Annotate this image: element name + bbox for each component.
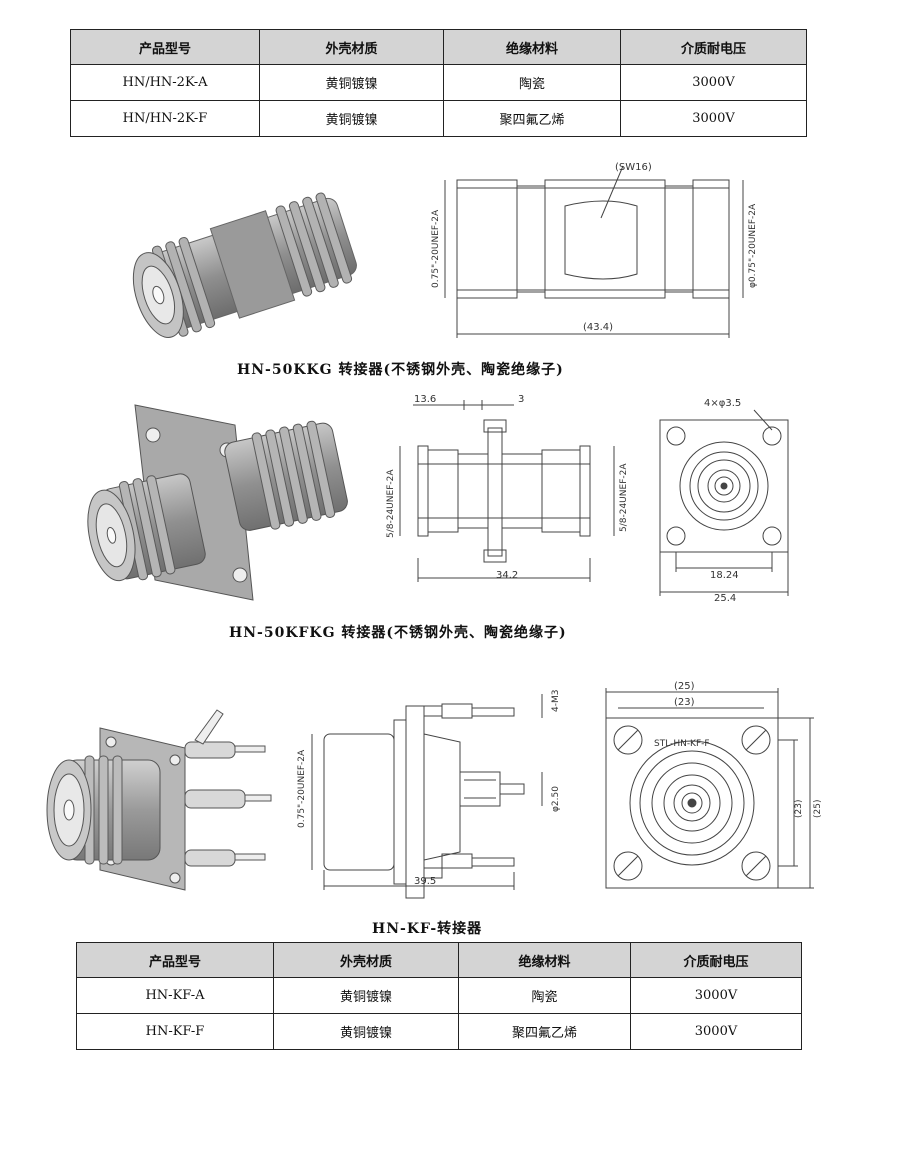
header-voltage: 介质耐电压 (630, 942, 802, 978)
table-row: HN-KF-A 黄铜镀镍 陶瓷 3000V (76, 977, 802, 1014)
dim-3: 3 (518, 394, 524, 405)
spec-table-top: 产品型号 外壳材质 绝缘材料 介质耐电压 HN/HN-2K-A 黄铜镀镍 陶瓷 … (70, 29, 807, 137)
cell-model: HN-KF-F (76, 1013, 274, 1050)
hn-50kkg-drawing: (SW16) 0.75"-20UNEF-2A φ0.75"-20UNEF-2A … (431, 162, 758, 338)
cell-voltage: 3000V (620, 64, 807, 101)
dim-13-6: 13.6 (414, 394, 436, 405)
cell-insulation: 聚四氟乙烯 (458, 1013, 631, 1050)
spec-table-bottom: 产品型号 外壳材质 绝缘材料 介质耐电压 HN-KF-A 黄铜镀镍 陶瓷 300… (76, 942, 802, 1050)
cell-insulation: 陶瓷 (458, 977, 631, 1014)
header-insulation: 绝缘材料 (443, 29, 621, 65)
header-insulation: 绝缘材料 (458, 942, 631, 978)
cell-insulation: 陶瓷 (443, 64, 621, 101)
right-thread-dimension: 5/8-24UNEF-2A (619, 463, 629, 532)
hex-dimension: (SW16) (615, 162, 652, 173)
hn-kf-front: (25) (23) (23) (25) STL-HN-KF-F (605, 681, 823, 889)
hn-50kfkg-front: 4×φ3.5 18.24 25.4 (659, 398, 789, 604)
header-voltage: 介质耐电压 (620, 29, 807, 65)
diameter-dimension: φ2.50 (551, 786, 561, 812)
cell-shell: 黄铜镀镍 (259, 64, 444, 101)
cell-shell: 黄铜镀镍 (273, 977, 459, 1014)
header-model: 产品型号 (70, 29, 260, 65)
header-model: 产品型号 (76, 942, 274, 978)
table-row: HN/HN-2K-A 黄铜镀镍 陶瓷 3000V (70, 64, 807, 101)
table-header-row: 产品型号 外壳材质 绝缘材料 介质耐电压 (76, 942, 802, 978)
cell-model: HN/HN-2K-F (70, 100, 260, 137)
cell-model: HN/HN-2K-A (70, 64, 260, 101)
hn-kf-render (46, 709, 272, 891)
cell-voltage: 3000V (630, 1013, 802, 1050)
length-dimension: (43.4) (583, 322, 613, 333)
thread-dimension: 0.75"-20UNEF-2A (297, 749, 307, 828)
header-shell: 外壳材质 (273, 942, 459, 978)
table-header-row: 产品型号 外壳材质 绝缘材料 介质耐电压 (70, 29, 807, 65)
hn-kf-drawing: 0.75"-20UNEF-2A 4-M3 φ2.50 39.5 (297, 690, 561, 899)
hn-50kfkg-drawing: 13.6 3 5/8-24UNEF-2A 5/8-24UNEF-2A 34.2 (386, 394, 629, 582)
right-thread-dimension: φ0.75"-20UNEF-2A (748, 203, 758, 288)
cell-voltage: 3000V (630, 977, 802, 1014)
table-row: HN-KF-F 黄铜镀镍 聚四氟乙烯 3000V (76, 1013, 802, 1050)
header-shell: 外壳材质 (259, 29, 444, 65)
cell-voltage: 3000V (620, 100, 807, 137)
left-thread-dimension: 0.75"-20UNEF-2A (431, 209, 441, 288)
width-dimension: 25.4 (714, 593, 736, 604)
length-dimension: 34.2 (496, 570, 518, 581)
holes-dimension: 4×φ3.5 (704, 398, 741, 409)
hn-50kfkg-render (87, 404, 348, 601)
plate-marking: STL-HN-KF-F (654, 739, 710, 749)
figure1-caption: HN-50KKG 转接器(不锈钢外壳、陶瓷绝缘子) (237, 362, 564, 378)
table-row: HN/HN-2K-F 黄铜镀镍 聚四氟乙烯 3000V (70, 100, 807, 137)
cell-insulation: 聚四氟乙烯 (443, 100, 621, 137)
side-inner-dimension: (23) (794, 800, 804, 818)
cell-shell: 黄铜镀镍 (273, 1013, 459, 1050)
figure2-caption: HN-50KFKG 转接器(不锈钢外壳、陶瓷绝缘子) (229, 625, 567, 641)
hn-50kkg-render (132, 192, 357, 338)
cell-shell: 黄铜镀镍 (259, 100, 444, 137)
top-inner-dimension: (23) (674, 697, 695, 708)
pitch-dimension: 18.24 (710, 570, 739, 581)
top-outer-dimension: (25) (674, 681, 695, 692)
cell-model: HN-KF-A (76, 977, 274, 1014)
length-dimension: 39.5 (414, 876, 436, 887)
screw-dimension: 4-M3 (551, 690, 561, 712)
figure3-caption: HN-KF-转接器 (372, 921, 483, 937)
left-thread-dimension: 5/8-24UNEF-2A (386, 469, 396, 538)
side-outer-dimension: (25) (813, 800, 823, 818)
